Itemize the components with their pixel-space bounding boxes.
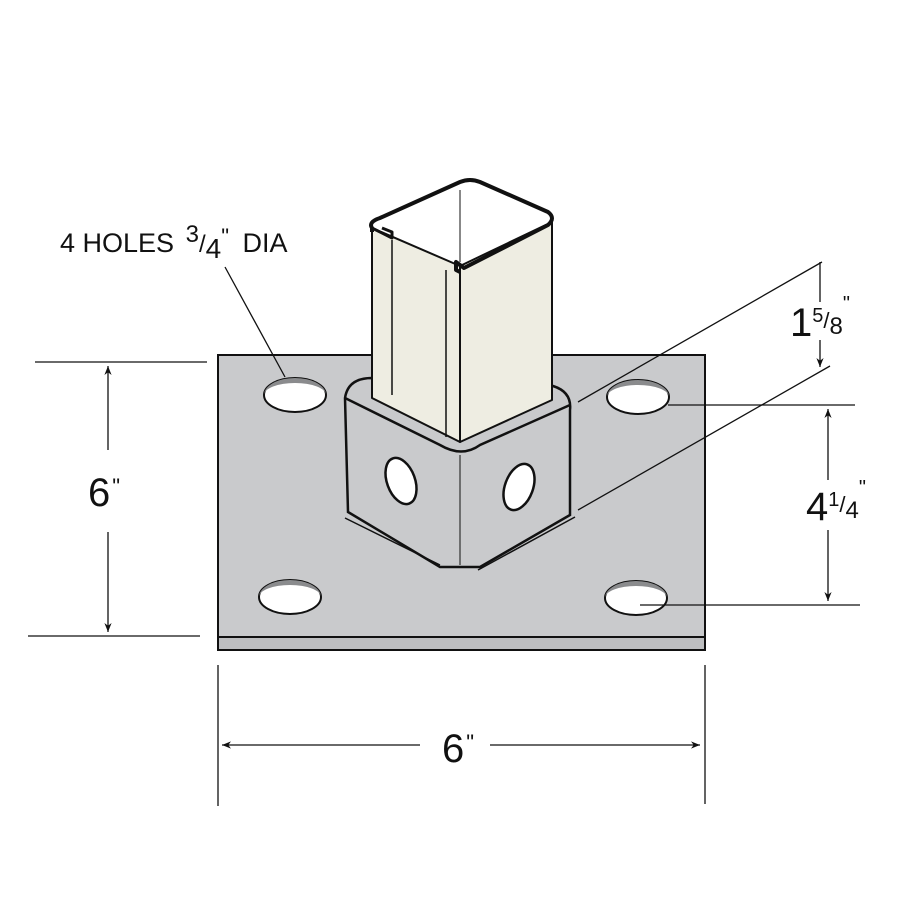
plate-holes bbox=[258, 377, 670, 616]
hole-spacing-dimension-label: 41/4" bbox=[806, 477, 866, 529]
channel-size-dimension-label: 15/8" bbox=[790, 293, 850, 345]
holes-leader-line bbox=[224, 266, 286, 378]
dimension-lines bbox=[28, 261, 860, 806]
width-dimension-label: 6" bbox=[442, 727, 474, 771]
hole-top-left bbox=[263, 377, 327, 413]
hole-bottom-left bbox=[258, 579, 322, 615]
hole-bottom-right bbox=[604, 580, 668, 616]
hole-top-right bbox=[606, 379, 670, 415]
height-dimension-label: 6" bbox=[88, 471, 120, 515]
holes-label: 4 HOLES 3/4" DIA bbox=[60, 220, 288, 264]
channel-post bbox=[369, 178, 554, 443]
bracket bbox=[343, 376, 576, 571]
